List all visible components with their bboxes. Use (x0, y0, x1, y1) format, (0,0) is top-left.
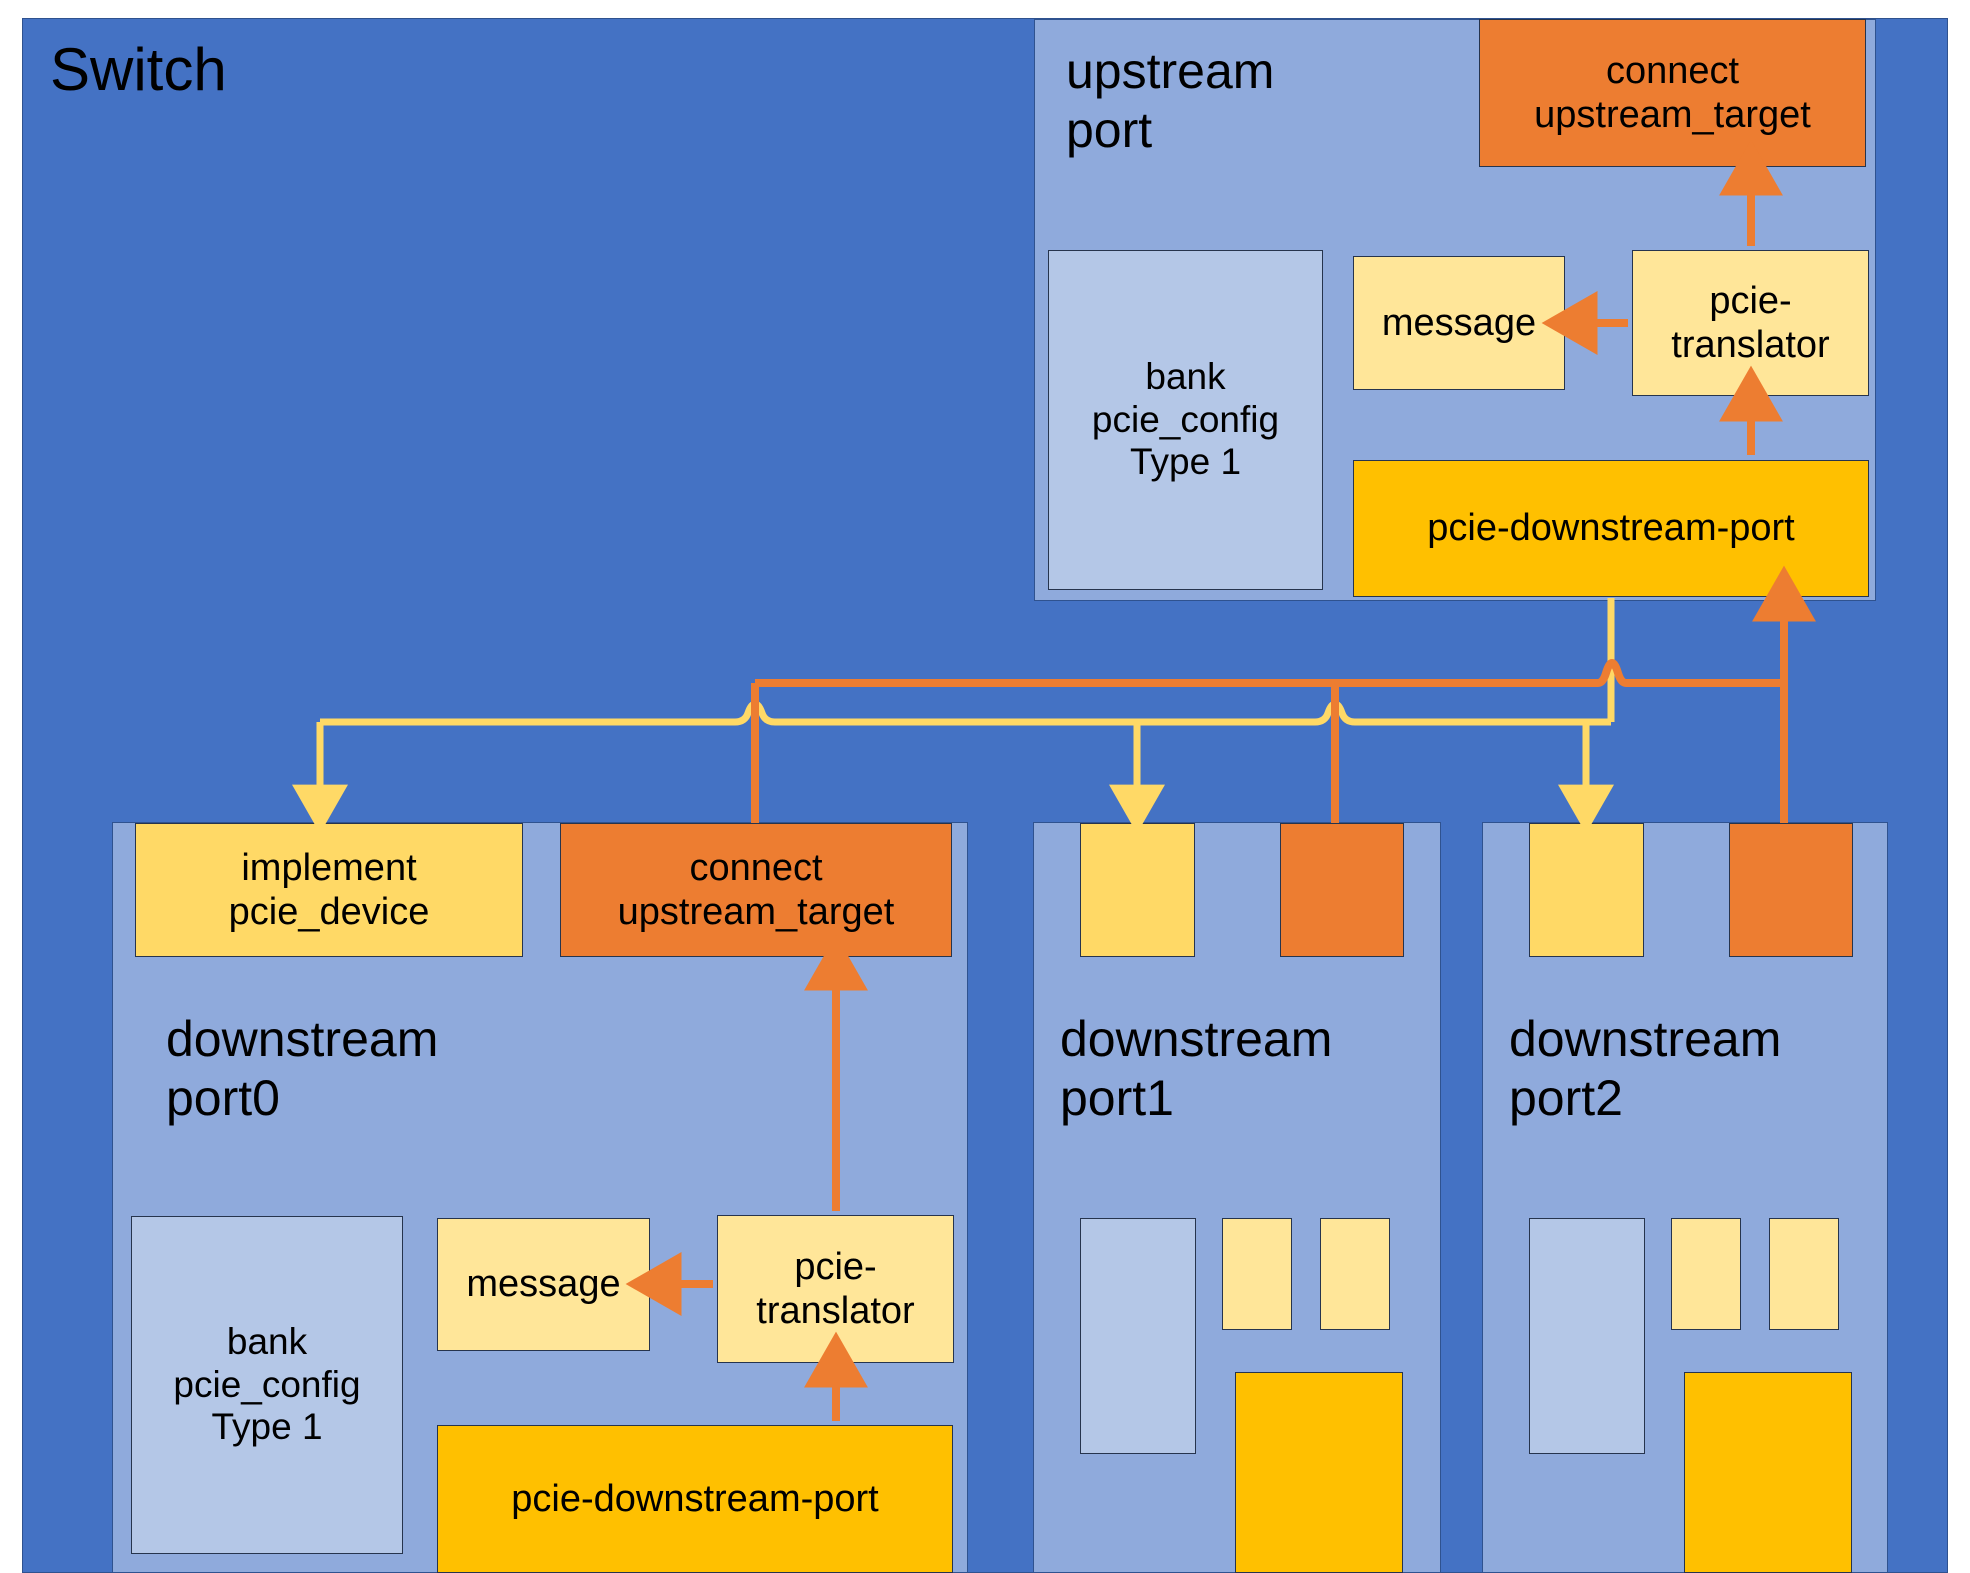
downstream-port0-connect-upstream-target: connect upstream_target (560, 823, 952, 957)
upstream-pcie-downstream-port: pcie-downstream-port (1353, 460, 1869, 597)
downstream-port0-message-block: message (437, 1218, 650, 1351)
downstream-port1-implement-pcie-device (1080, 823, 1195, 957)
downstream-port0-pcie-translator: pcie- translator (717, 1215, 954, 1363)
downstream-port2-connect-upstream-target (1729, 823, 1853, 957)
downstream-port0-title: downstream port0 (166, 1011, 439, 1126)
downstream-port1-connect-upstream-target (1280, 823, 1404, 957)
switch-title: Switch (50, 36, 227, 103)
downstream-port2-bank-pcie-config (1529, 1218, 1645, 1454)
downstream-port2-pcie-downstream-port (1684, 1372, 1852, 1573)
downstream-port1-message-block (1222, 1218, 1292, 1330)
downstream-port0-bank-pcie-config: bank pcie_config Type 1 (131, 1216, 403, 1554)
downstream-port0-pcie-downstream-port: pcie-downstream-port (437, 1425, 953, 1573)
downstream-port2-title: downstream port2 (1509, 1011, 1782, 1126)
downstream-port1-pcie-translator (1320, 1218, 1390, 1330)
downstream-port2-pcie-translator (1769, 1218, 1839, 1330)
upstream-connect-upstream-target: connect upstream_target (1479, 19, 1866, 167)
upstream-port-title: upstream port (1066, 43, 1275, 158)
downstream-port2-implement-pcie-device (1529, 823, 1644, 957)
downstream-port2-message-block (1671, 1218, 1741, 1330)
downstream-port1-title: downstream port1 (1060, 1011, 1333, 1126)
downstream-port1-bank-pcie-config (1080, 1218, 1196, 1454)
upstream-message-block: message (1353, 256, 1565, 390)
downstream-port0-implement-pcie-device: implement pcie_device (135, 823, 523, 957)
upstream-pcie-translator: pcie- translator (1632, 250, 1869, 396)
downstream-port1-pcie-downstream-port (1235, 1372, 1403, 1573)
upstream-bank-pcie-config: bank pcie_config Type 1 (1048, 250, 1323, 590)
